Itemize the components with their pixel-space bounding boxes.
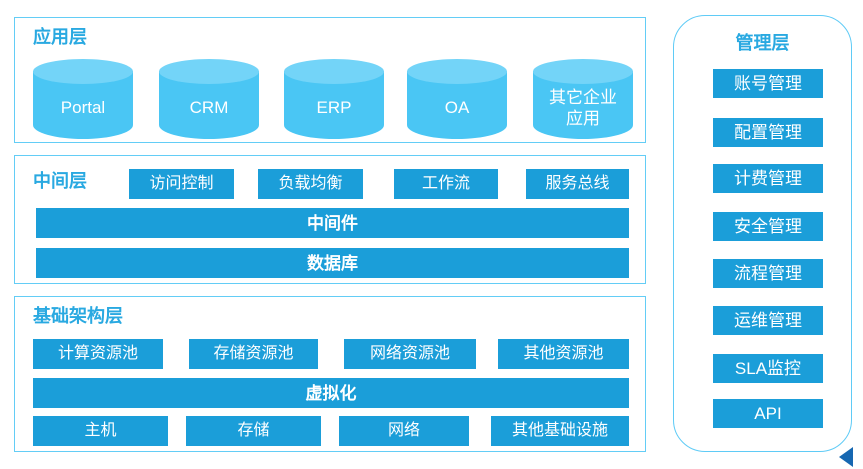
chip-host: 主机 xyxy=(33,416,168,446)
cylinder-label: 其它企业 应用 xyxy=(549,88,617,128)
chip-storage: 存储 xyxy=(186,416,321,446)
cylinder-crm: CRM xyxy=(159,59,259,139)
mgmt-item-process: 流程管理 xyxy=(713,259,823,288)
application-layer-box: 应用层 Portal CRM ERP OA 其它企业 应用 xyxy=(14,17,646,143)
mgmt-item-api: API xyxy=(713,399,823,428)
management-layer-title: 管理层 xyxy=(735,33,790,53)
bar-virtualization: 虚拟化 xyxy=(33,378,629,408)
middleware-layer-title: 中间层 xyxy=(33,171,87,191)
bar-database: 数据库 xyxy=(36,248,629,278)
cylinder-top xyxy=(533,59,633,84)
mgmt-item-sla-monitoring: SLA监控 xyxy=(713,354,823,383)
chip-other-infrastructure: 其他基础设施 xyxy=(491,416,629,446)
cylinder-other-enterprise-apps: 其它企业 应用 xyxy=(533,59,633,139)
chip-load-balancing: 负载均衡 xyxy=(258,169,363,199)
application-layer-title: 应用层 xyxy=(33,27,87,47)
infrastructure-layer-title: 基础架构层 xyxy=(33,306,123,326)
cylinder-label: ERP xyxy=(316,98,352,118)
chip-service-bus: 服务总线 xyxy=(526,169,629,199)
management-layer-panel: 管理层 账号管理 配置管理 计费管理 安全管理 流程管理 运维管理 SLA监控 … xyxy=(673,15,852,452)
chip-other-pool: 其他资源池 xyxy=(498,339,629,369)
mgmt-item-account: 账号管理 xyxy=(713,69,823,98)
mgmt-item-security: 安全管理 xyxy=(713,212,823,241)
cylinder-label: Portal xyxy=(60,98,106,118)
cylinder-erp: ERP xyxy=(284,59,384,139)
chip-workflow: 工作流 xyxy=(394,169,498,199)
chip-storage-pool: 存储资源池 xyxy=(189,339,318,369)
mgmt-item-configuration: 配置管理 xyxy=(713,118,823,147)
mgmt-item-billing: 计费管理 xyxy=(713,164,823,193)
cylinder-label: CRM xyxy=(189,98,229,118)
middleware-layer-box: 中间层 访问控制 负载均衡 工作流 服务总线 中间件 数据库 xyxy=(14,155,646,284)
bar-middleware: 中间件 xyxy=(36,208,629,238)
cylinder-top xyxy=(284,59,384,84)
infrastructure-layer-box: 基础架构层 计算资源池 存储资源池 网络资源池 其他资源池 虚拟化 主机 存储 … xyxy=(14,296,646,452)
cylinder-top xyxy=(33,59,133,84)
cylinder-top xyxy=(159,59,259,84)
mgmt-item-operations: 运维管理 xyxy=(713,306,823,335)
chip-access-control: 访问控制 xyxy=(129,169,234,199)
cylinder-portal: Portal xyxy=(33,59,133,139)
chip-compute-pool: 计算资源池 xyxy=(33,339,163,369)
chip-network-pool: 网络资源池 xyxy=(344,339,476,369)
cylinder-oa: OA xyxy=(407,59,507,139)
cylinder-label: OA xyxy=(444,98,470,118)
corner-arrow-icon xyxy=(839,447,853,467)
chip-network: 网络 xyxy=(339,416,469,446)
cylinder-top xyxy=(407,59,507,84)
